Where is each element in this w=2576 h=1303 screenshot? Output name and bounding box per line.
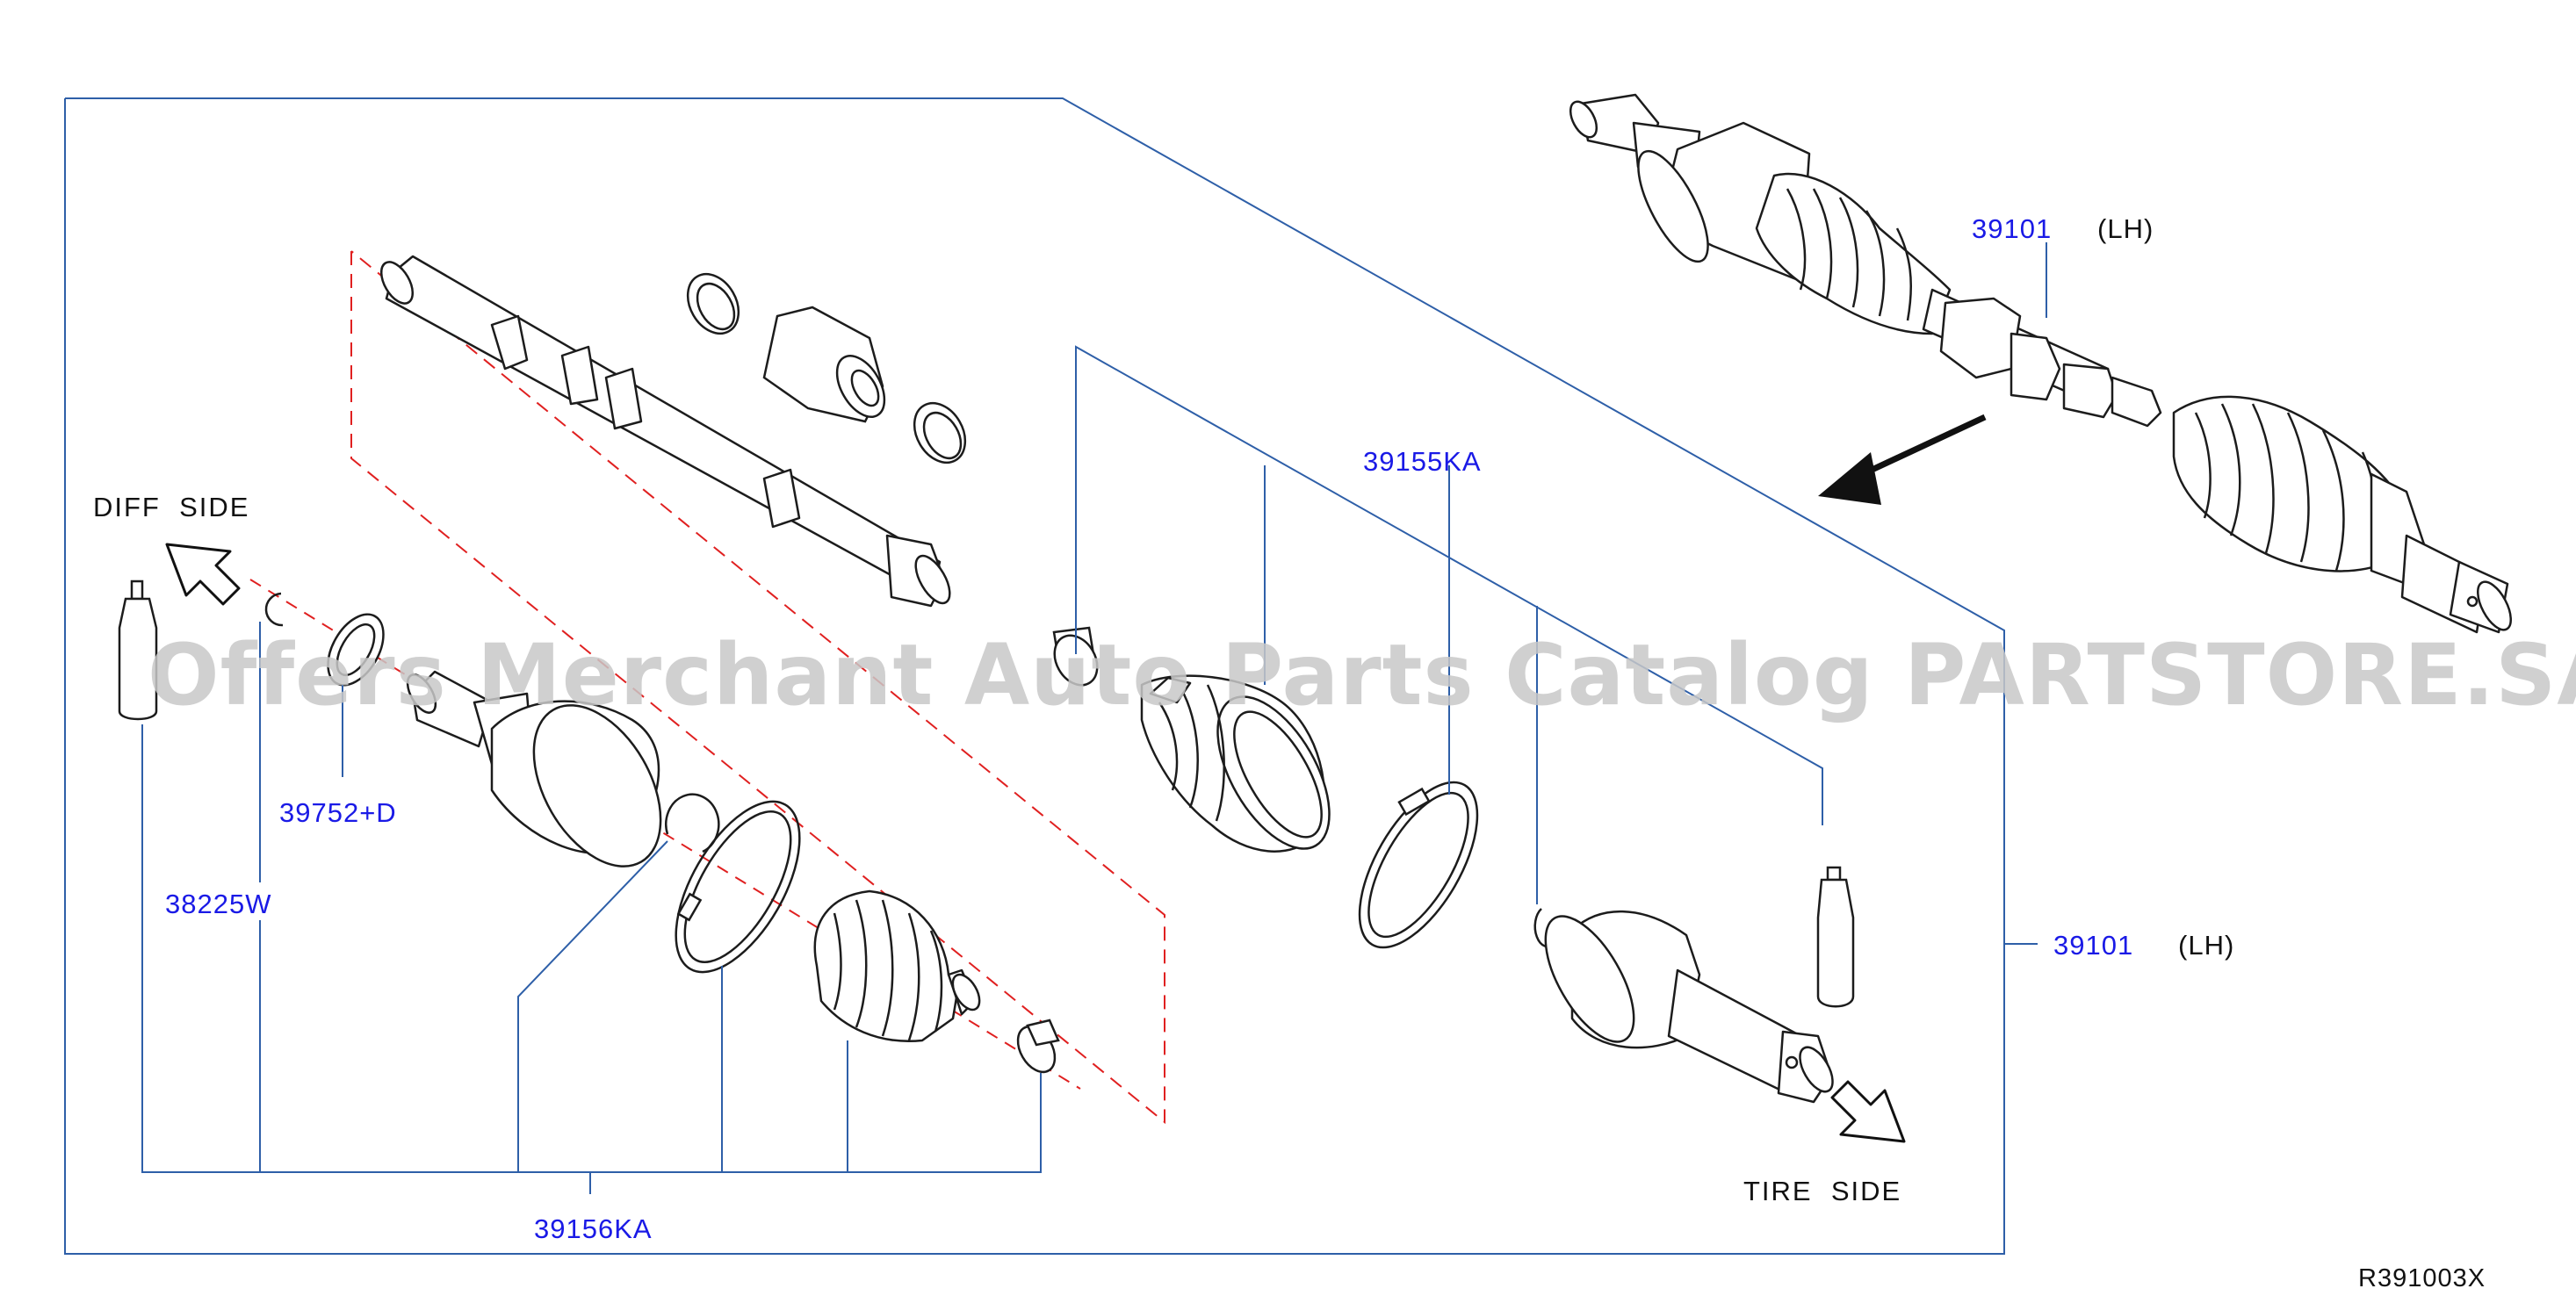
callout-39101-right-suffix: (LH) <box>2178 930 2234 961</box>
inner-joint-housing[interactable] <box>402 670 687 888</box>
oil-seal[interactable] <box>316 605 394 695</box>
tire-side-label: TIRE SIDE <box>1743 1176 1901 1206</box>
dynamic-damper-ring-2[interactable] <box>904 394 975 472</box>
inner-boot[interactable] <box>813 889 985 1042</box>
callout-39155KA: 39155KA <box>1363 446 1482 477</box>
callout-39752D: 39752+D <box>279 797 397 828</box>
grease-tube-right[interactable] <box>1816 866 1855 1008</box>
callout-39101-top: 39101 <box>1972 213 2052 244</box>
circlip-left[interactable] <box>264 592 284 627</box>
dynamic-damper[interactable] <box>762 306 894 425</box>
assembled-driveshaft[interactable] <box>1565 93 2517 635</box>
outer-boot[interactable] <box>1140 674 1353 867</box>
diagram-ref-code: R391003X <box>2358 1264 2486 1292</box>
tire-side-arrow <box>1830 1080 1906 1143</box>
boot-band-large-right[interactable] <box>1336 764 1501 966</box>
intermediate-shaft[interactable] <box>375 255 956 608</box>
exploded-dashed-box <box>350 250 1165 1125</box>
callout-38225W: 38225W <box>165 889 271 919</box>
group-border <box>64 97 2005 1255</box>
grease-tube-left[interactable] <box>118 580 158 721</box>
dynamic-damper-ring-1[interactable] <box>677 265 748 342</box>
diff-side-arrow <box>165 543 241 606</box>
outer-joint[interactable] <box>1528 903 1839 1104</box>
callout-39156KA: 39156KA <box>534 1213 653 1244</box>
callout-39101-right: 39101 <box>2053 930 2133 961</box>
watermark-text: Offers Merchant Auto Parts Catalog PARTS… <box>148 626 2576 724</box>
boot-band-small-right[interactable] <box>1046 626 1106 693</box>
boot-band-large[interactable] <box>651 781 825 991</box>
boot-band-small-left[interactable] <box>1010 1019 1062 1078</box>
diff-side-label: DIFF SIDE <box>93 492 249 522</box>
direction-arrow <box>1818 414 1987 505</box>
callout-39101-top-suffix: (LH) <box>2097 213 2154 244</box>
leader-lines <box>141 242 2047 1194</box>
